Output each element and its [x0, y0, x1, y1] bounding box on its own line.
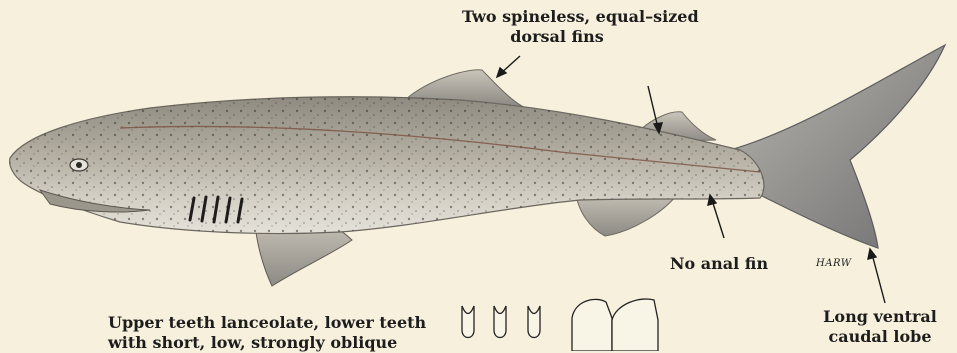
caudal-lobe-label: Long ventral caudal lobe — [820, 307, 940, 347]
artist-signature: HARW — [816, 258, 852, 269]
caudal-fin — [730, 45, 945, 248]
lower-tooth-1 — [572, 299, 612, 351]
upper-tooth-2 — [494, 306, 506, 338]
arrow-caudal-lobe — [872, 254, 885, 303]
teeth-illustrations — [462, 299, 658, 351]
teeth-label: Upper teeth lanceolate, lower teeth with… — [108, 313, 368, 353]
arrow-anal-fin — [712, 200, 724, 238]
upper-tooth-1 — [462, 306, 474, 338]
upper-tooth-3 — [528, 306, 540, 338]
lower-tooth-2 — [612, 299, 658, 351]
dorsal-fins-label: Two spineless, equal–sized dorsal fins — [462, 7, 652, 47]
eye — [70, 159, 88, 171]
anal-fin-label: No anal fin — [664, 254, 774, 274]
